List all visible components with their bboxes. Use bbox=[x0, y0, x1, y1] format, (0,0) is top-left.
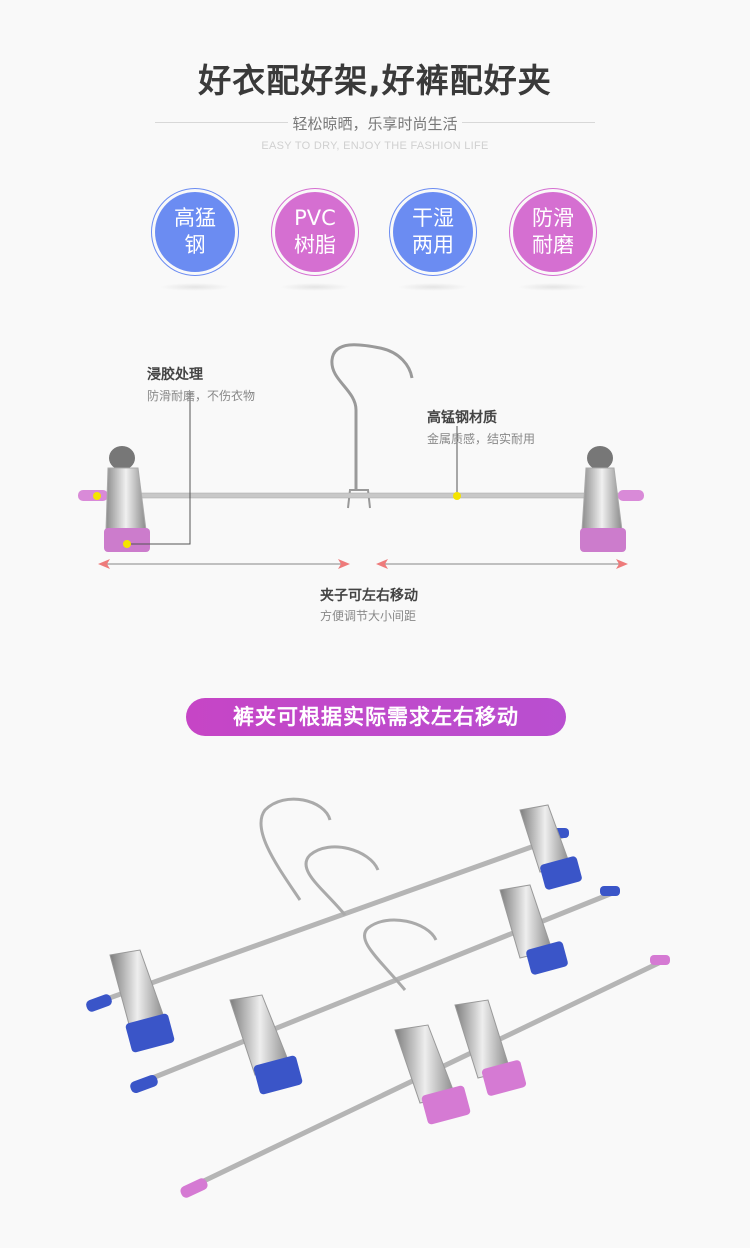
material-title: 高锰钢材质 bbox=[427, 410, 497, 426]
movable-desc: 方便调节大小间距 bbox=[320, 609, 417, 623]
hanger-middle bbox=[130, 845, 620, 1095]
badge-pvc: PVC 树脂 bbox=[275, 192, 355, 272]
badge-steel: 高猛钢 bbox=[155, 192, 235, 272]
badge-shadow bbox=[518, 283, 588, 291]
hanger-back bbox=[86, 797, 582, 1053]
badge-line: 防滑 bbox=[532, 206, 574, 230]
badge-line: 高猛 bbox=[174, 206, 216, 230]
badge-line: 干湿 bbox=[412, 206, 454, 230]
badge-line: PVC bbox=[294, 206, 336, 230]
badge-line: 树脂 bbox=[294, 233, 336, 257]
hook bbox=[330, 343, 414, 490]
badge-line: 两用 bbox=[412, 233, 454, 257]
subtitle: 轻松晾晒，乐享时尚生活 bbox=[288, 115, 462, 133]
clip-left bbox=[104, 446, 150, 552]
movable-title: 夹子可左右移动 bbox=[320, 588, 418, 604]
marker-dot bbox=[123, 540, 131, 548]
leader-line bbox=[127, 392, 191, 545]
marker-dot bbox=[453, 492, 461, 500]
page-title: 好衣配好架,好裤配好夹 bbox=[198, 61, 552, 100]
hanger-diagram bbox=[78, 343, 644, 569]
product-photo bbox=[86, 797, 670, 1198]
hook-base bbox=[347, 489, 371, 509]
feature-banner: 裤夹可根据实际需求左右移动 bbox=[186, 698, 566, 736]
rod bbox=[84, 492, 641, 499]
badge-line: 耐磨 bbox=[532, 233, 574, 257]
badge-shadow bbox=[160, 283, 230, 291]
marker-dot bbox=[93, 492, 101, 500]
clip-right bbox=[580, 446, 626, 552]
subtitle-english: EASY TO DRY, ENJOY THE FASHION LIFE bbox=[261, 140, 489, 152]
rod-end-cap bbox=[618, 490, 644, 501]
coating-desc: 防滑耐磨，不伤衣物 bbox=[147, 389, 256, 403]
material-desc: 金属质感，结实耐用 bbox=[427, 432, 536, 446]
badge-shadow bbox=[398, 283, 468, 291]
coating-title: 浸胶处理 bbox=[147, 367, 203, 383]
hanger-front bbox=[180, 918, 670, 1198]
badge-antislip: 防滑耐磨 bbox=[513, 192, 593, 272]
rod-end-cap bbox=[78, 490, 108, 501]
badge-line: 钢 bbox=[184, 233, 206, 257]
badge-wet-dry: 干湿两用 bbox=[393, 192, 473, 272]
badge-shadow bbox=[280, 283, 350, 291]
